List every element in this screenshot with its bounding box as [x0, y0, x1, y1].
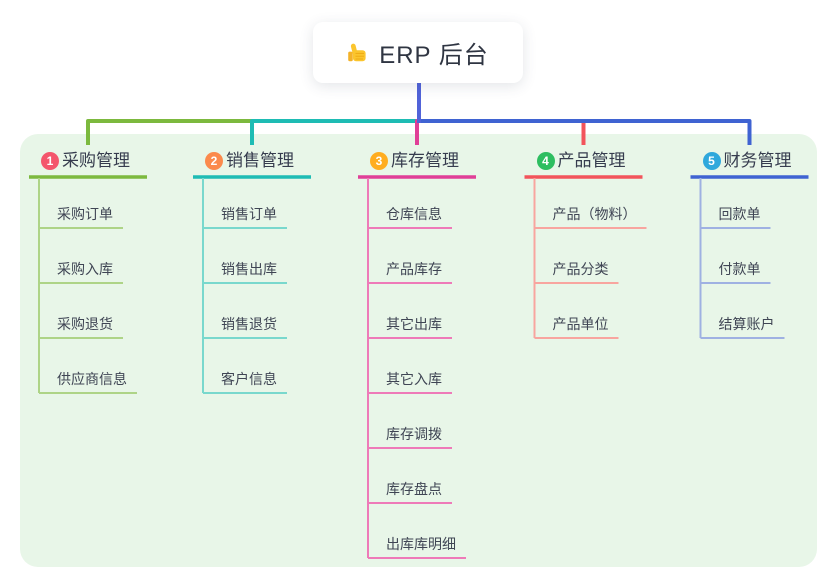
child-node[interactable]: 产品（物料） [552, 206, 637, 222]
connector-line [419, 119, 752, 145]
child-node[interactable]: 库存盘点 [386, 481, 442, 497]
connector-line [250, 119, 419, 145]
child-node[interactable]: 采购订单 [57, 206, 113, 222]
child-node[interactable]: 采购入库 [57, 261, 113, 277]
branch-badge: 2 [205, 152, 223, 170]
child-node[interactable]: 产品库存 [386, 261, 442, 277]
connector-line [419, 119, 586, 145]
child-node[interactable]: 产品单位 [552, 316, 609, 332]
child-node[interactable]: 销售订单 [221, 206, 277, 222]
child-node[interactable]: 客户信息 [221, 371, 277, 387]
branch-node[interactable]: 采购管理 [62, 151, 130, 170]
child-node[interactable]: 库存调拨 [386, 426, 442, 442]
branch-badge: 5 [702, 152, 721, 170]
branch-node[interactable]: 销售管理 [226, 151, 294, 170]
child-node[interactable]: 其它入库 [386, 371, 442, 387]
child-node[interactable]: 回款单 [718, 206, 761, 222]
branch-badge: 1 [41, 152, 59, 170]
child-node[interactable]: 仓库信息 [386, 206, 442, 222]
child-node[interactable]: 其它出库 [386, 316, 442, 332]
branch-node[interactable]: 财务管理 [723, 151, 792, 170]
child-node[interactable]: 付款单 [718, 261, 761, 277]
thumbs-up-icon [347, 42, 369, 64]
root-node-label: ERP 后台 [379, 42, 489, 69]
child-node[interactable]: 销售出库 [221, 261, 277, 277]
child-node[interactable]: 结算账户 [718, 316, 775, 332]
branch-badge: 3 [370, 152, 388, 170]
child-node[interactable]: 出库库明细 [386, 536, 456, 552]
child-node[interactable]: 供应商信息 [57, 371, 127, 387]
branch-node[interactable]: 产品管理 [557, 151, 626, 170]
branch-node[interactable]: 库存管理 [391, 151, 459, 170]
connector-line [415, 119, 419, 145]
branch-badge: 4 [536, 152, 555, 170]
child-node[interactable]: 销售退货 [221, 316, 277, 332]
child-node[interactable]: 采购退货 [57, 316, 113, 332]
branches-panel [20, 134, 817, 567]
root-node[interactable]: ERP 后台 [313, 22, 523, 83]
child-node[interactable]: 产品分类 [552, 261, 609, 277]
